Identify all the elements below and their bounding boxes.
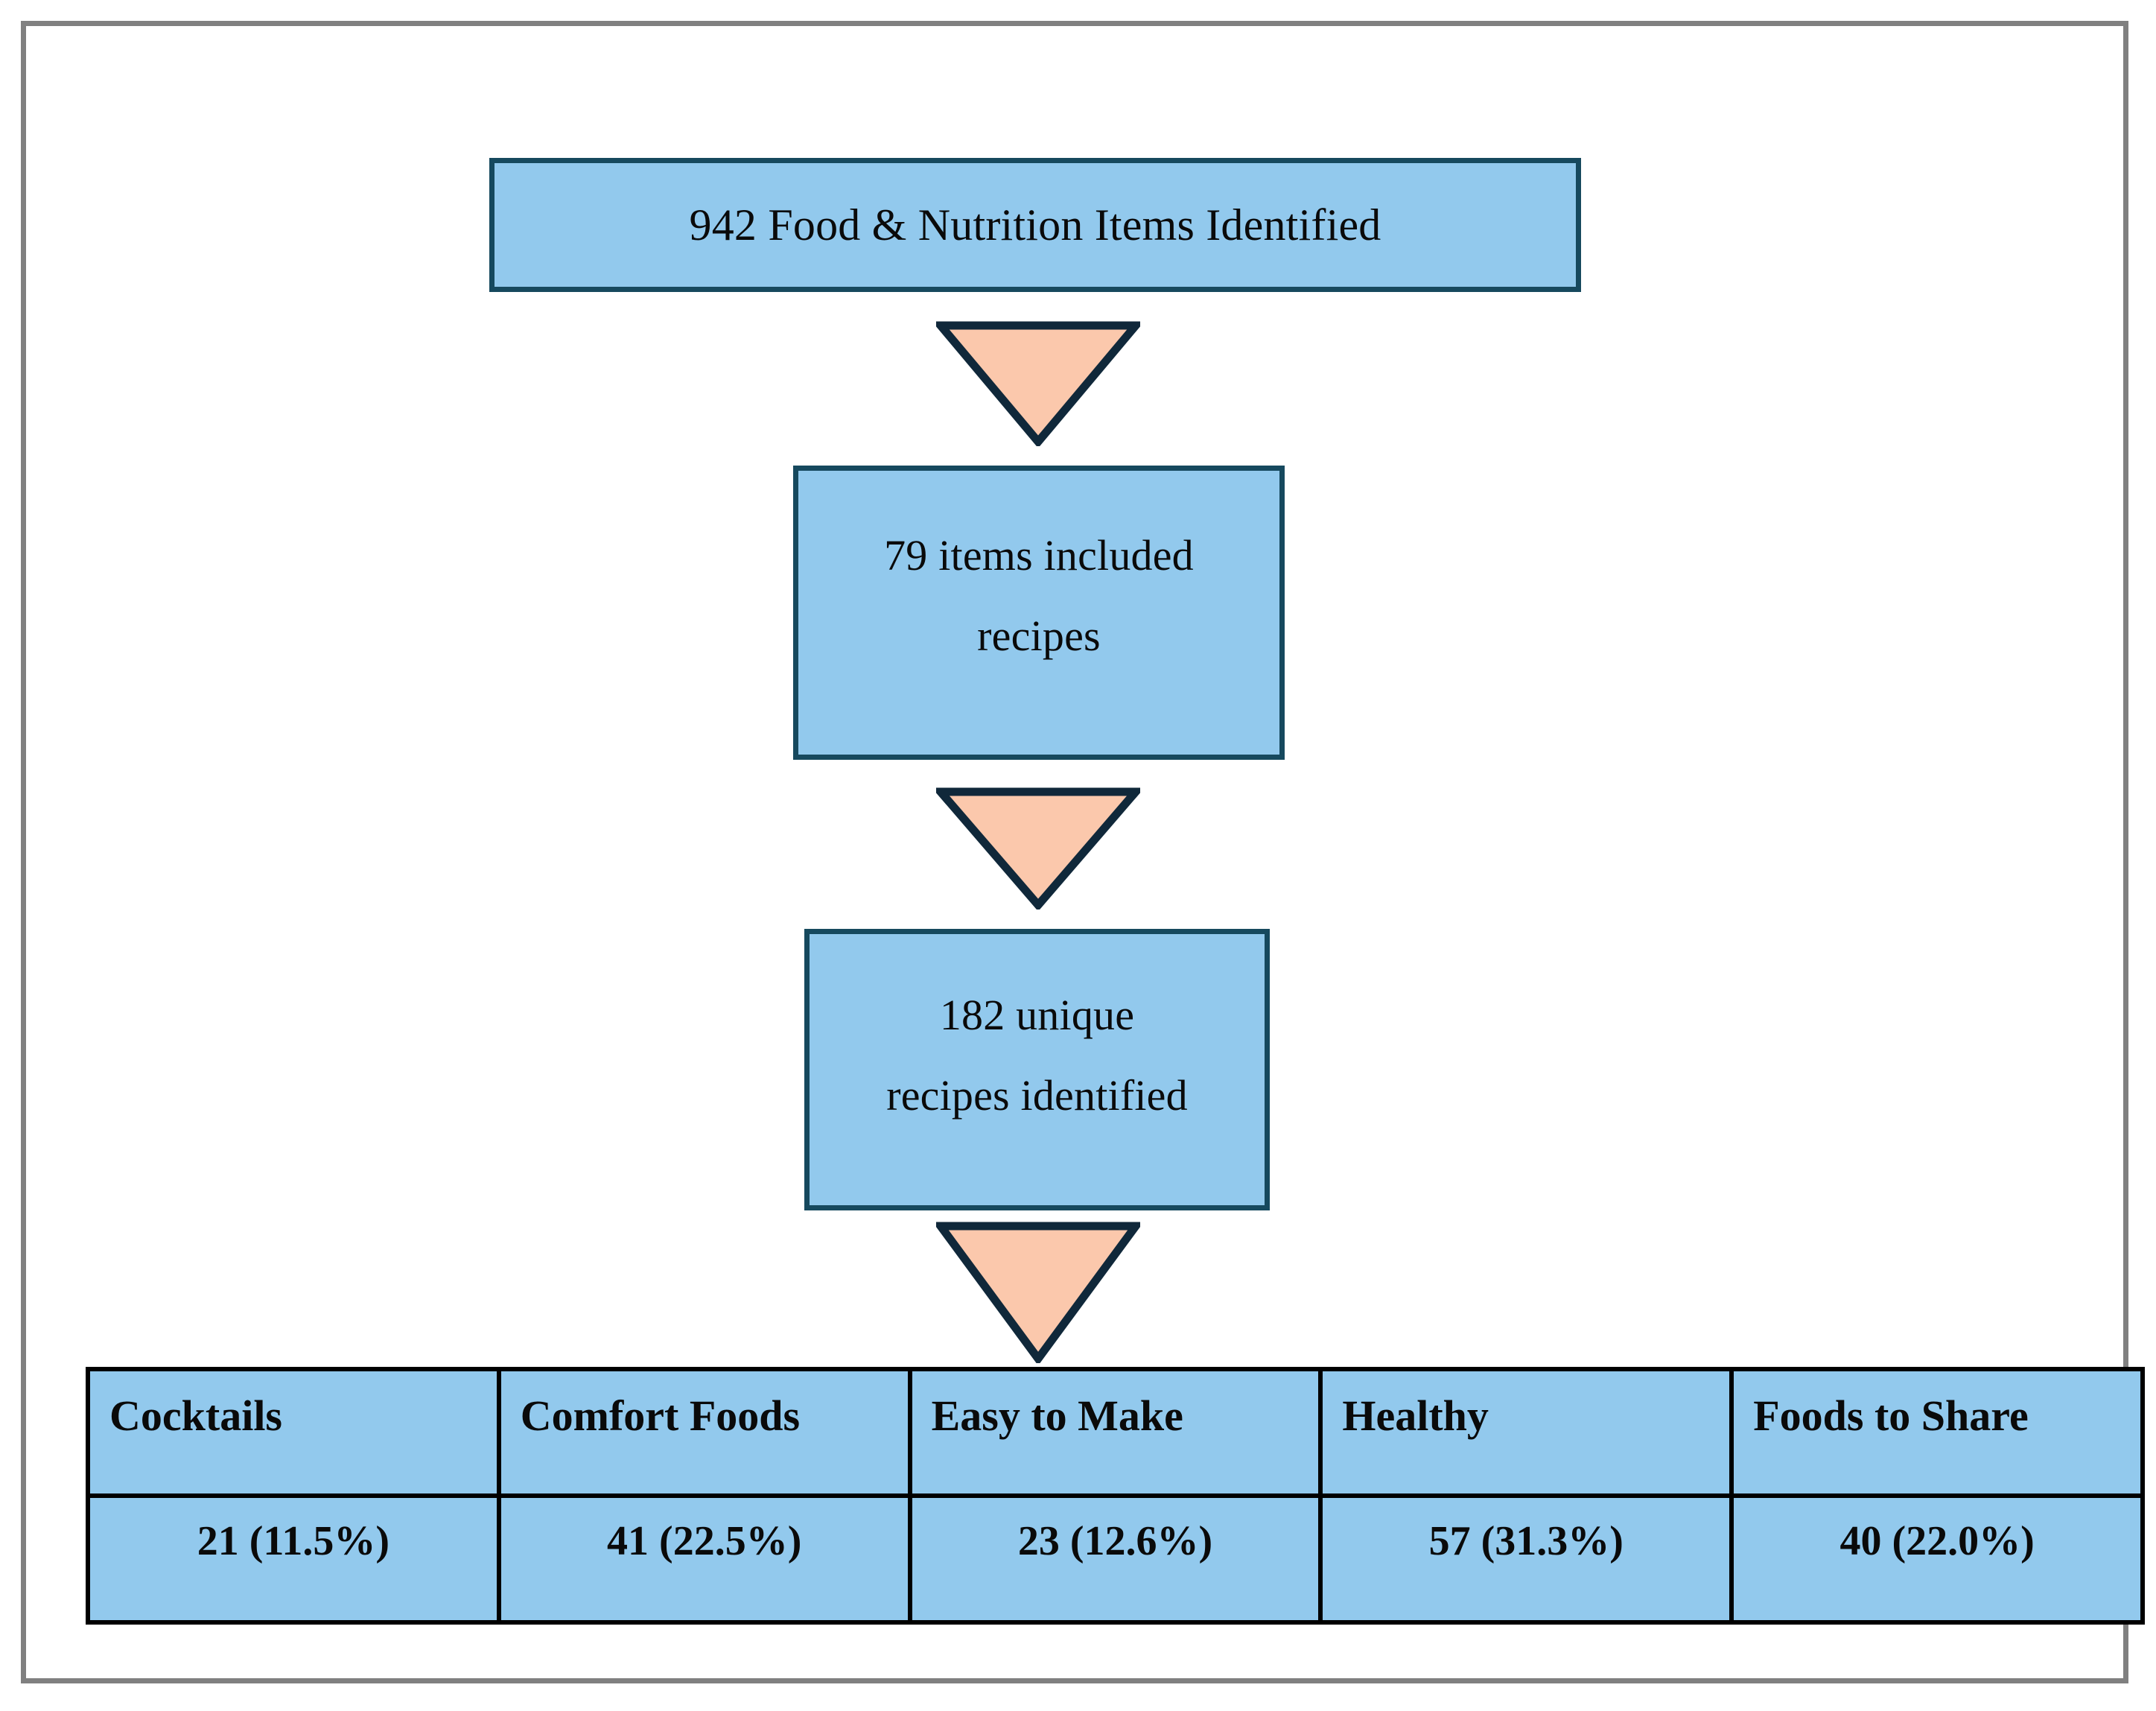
flow-box-2-line-2: recipes [977, 612, 1101, 660]
flow-box-items-identified: 942 Food & Nutrition Items Identified [489, 158, 1581, 292]
table-cell-foods-to-share: 40 (22.0%) [1729, 1493, 2145, 1625]
down-arrow-icon [936, 321, 1140, 446]
flow-box-3-line-1: 182 unique [939, 991, 1135, 1039]
recipe-category-table: Cocktails Comfort Foods Easy to Make Hea… [86, 1367, 2145, 1625]
table-header-healthy: Healthy [1318, 1367, 1734, 1498]
table-cell-easy-to-make: 23 (12.6%) [907, 1493, 1323, 1625]
table-header-comfort-foods: Comfort Foods [496, 1367, 912, 1498]
flow-box-unique-recipes: 182 unique recipes identified [804, 929, 1270, 1210]
table-header-row: Cocktails Comfort Foods Easy to Make Hea… [86, 1367, 2145, 1498]
table-header-foods-to-share: Foods to Share [1729, 1367, 2145, 1498]
flow-box-1-line-1: 942 Food & Nutrition Items Identified [689, 200, 1381, 250]
table-cell-cocktails: 21 (11.5%) [86, 1493, 501, 1625]
table-cell-healthy: 57 (31.3%) [1318, 1493, 1734, 1625]
table-header-cocktails: Cocktails [86, 1367, 501, 1498]
down-arrow-icon [936, 787, 1140, 910]
figure-frame: 942 Food & Nutrition Items Identified 79… [21, 21, 2145, 1683]
flow-box-3-line-2: recipes identified [886, 1071, 1188, 1120]
table-cell-comfort-foods: 41 (22.5%) [496, 1493, 912, 1625]
down-arrow-icon [936, 1222, 1140, 1363]
table-header-easy-to-make: Easy to Make [907, 1367, 1323, 1498]
flow-box-2-line-1: 79 items included [884, 531, 1194, 580]
flow-box-items-included: 79 items included recipes [793, 466, 1285, 760]
table-row: 21 (11.5%) 41 (22.5%) 23 (12.6%) 57 (31.… [86, 1493, 2145, 1625]
